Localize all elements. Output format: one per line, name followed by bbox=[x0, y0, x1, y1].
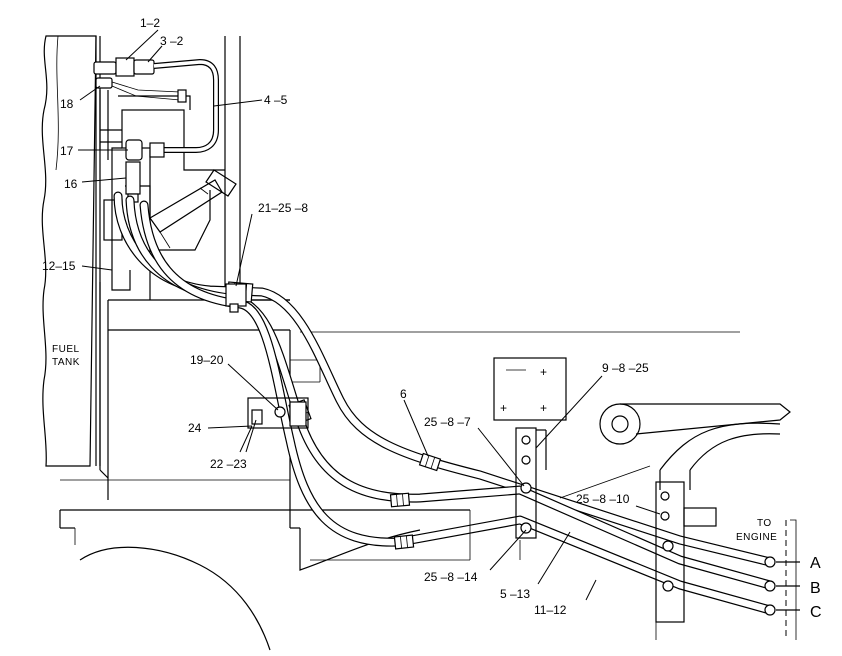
fuel-tank-label-1: FUEL bbox=[52, 344, 80, 355]
callout-12-15: 12–15 bbox=[42, 259, 76, 273]
callout-17: 17 bbox=[60, 144, 74, 158]
callout-24: 24 bbox=[188, 421, 202, 435]
svg-text:+: + bbox=[500, 401, 507, 415]
hoses bbox=[113, 191, 775, 615]
callout-5-13: 5 –13 bbox=[500, 587, 530, 601]
port-a-label: A bbox=[810, 555, 821, 572]
frame-structure bbox=[59, 36, 740, 651]
end-fittings bbox=[764, 519, 800, 640]
fuel-tank-label-2: TANK bbox=[52, 357, 80, 368]
callout-25-8-10: 25 –8 –10 bbox=[576, 492, 630, 506]
battery-box: + + + bbox=[493, 357, 567, 421]
callout-16: 16 bbox=[64, 177, 78, 191]
callout-22-23: 22 –23 bbox=[210, 457, 247, 471]
callout-4-5: 4 –5 bbox=[264, 93, 288, 107]
bracket-25-8-10 bbox=[655, 481, 717, 640]
rear-linkage bbox=[559, 403, 791, 499]
callout-25-8-14: 25 –8 –14 bbox=[424, 570, 478, 584]
callout-3-2: 3 –2 bbox=[160, 34, 184, 48]
port-b-label: B bbox=[810, 580, 821, 597]
clamp-21-25-8 bbox=[225, 283, 247, 313]
callout-1-2: 1–2 bbox=[140, 16, 160, 30]
top-fittings bbox=[93, 57, 187, 160]
svg-text:+: + bbox=[540, 401, 547, 415]
svg-text:+: + bbox=[540, 365, 547, 379]
callout-19-20: 19–20 bbox=[190, 353, 224, 367]
callout-9-8-25: 9 –8 –25 bbox=[602, 361, 649, 375]
misc-lines bbox=[60, 479, 521, 560]
callout-18: 18 bbox=[60, 97, 74, 111]
to-engine-label-2: ENGINE bbox=[736, 532, 777, 543]
leader-lines bbox=[78, 29, 661, 601]
callout-21-25-8: 21–25 –8 bbox=[258, 201, 308, 215]
port-c-label: C bbox=[810, 604, 822, 621]
callout-6: 6 bbox=[400, 387, 407, 401]
pipe-4-5 bbox=[125, 59, 219, 161]
callout-11-12: 11–12 bbox=[534, 603, 567, 617]
callout-25-8-7: 25 –8 –7 bbox=[424, 415, 471, 429]
to-engine-label-1: TO bbox=[757, 518, 772, 529]
